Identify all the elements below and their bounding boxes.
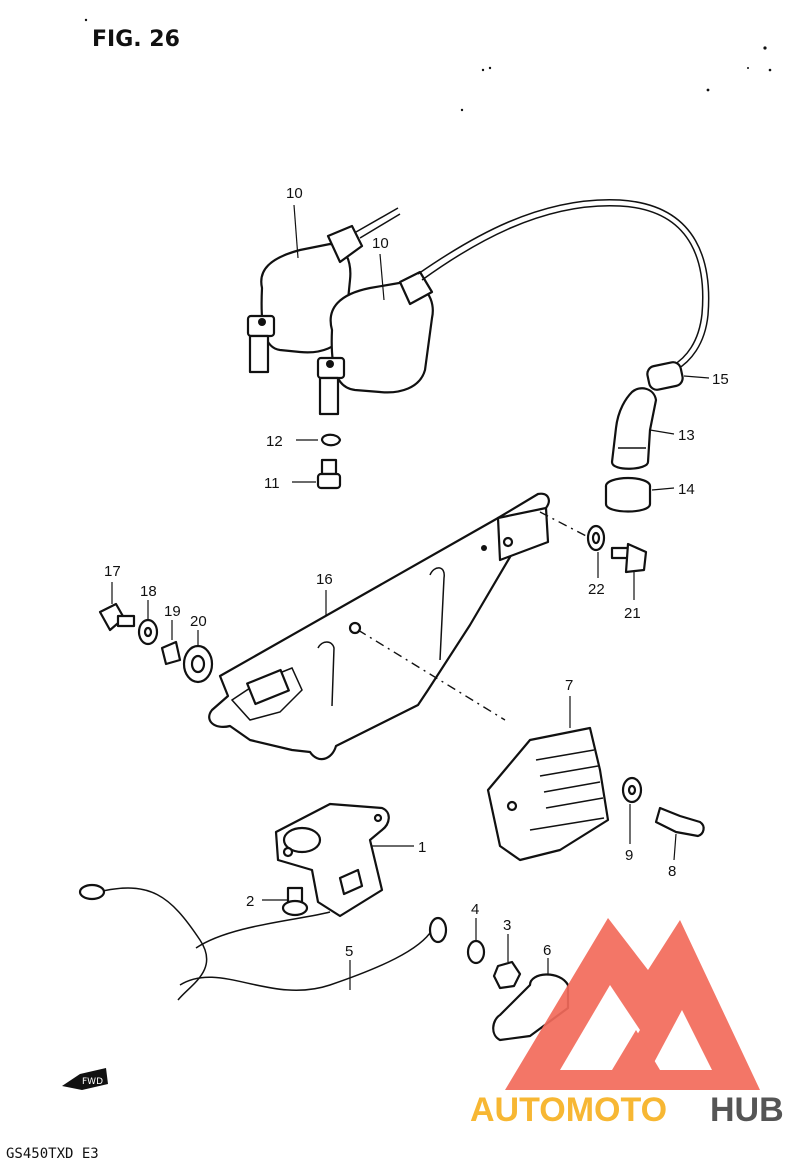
spark-plug-cap[interactable] <box>610 387 658 470</box>
figure-title: FIG. 26 <box>92 27 180 52</box>
part-number-10: 10 <box>372 235 389 252</box>
mounting-bracket[interactable] <box>208 492 550 761</box>
wire-clip[interactable] <box>320 433 342 447</box>
part-number-5: 5 <box>345 943 353 960</box>
part-number-4: 4 <box>471 901 479 918</box>
part-number-17: 17 <box>104 563 121 580</box>
bracket-mount-bolt[interactable] <box>98 602 136 632</box>
part-number-3: 3 <box>503 917 511 934</box>
part-number-2: 2 <box>246 893 254 910</box>
regulator-screw[interactable] <box>654 806 705 838</box>
part-number-1: 1 <box>418 839 426 856</box>
plug-cap-cover[interactable] <box>604 476 652 513</box>
mount-cushion[interactable] <box>182 644 214 684</box>
logo-triangle-center <box>612 1030 660 1070</box>
part-number-6: 6 <box>543 942 551 959</box>
part-labels: 10 10 15 13 14 12 11 16 17 18 19 20 22 2… <box>104 185 729 960</box>
svg-text:FWD: FWD <box>82 1077 103 1087</box>
relay-mount-screw[interactable] <box>281 886 309 917</box>
plug-cap-seal[interactable] <box>646 361 684 392</box>
model-code: GS450TXD E3 <box>6 1146 99 1162</box>
part-number-12: 12 <box>266 433 283 450</box>
part-number-11: 11 <box>264 475 280 492</box>
part-number-22: 22 <box>588 581 605 598</box>
forward-arrow: FWD <box>62 1068 108 1090</box>
regulator-washer[interactable] <box>621 776 643 804</box>
logo-triangle-inner <box>560 985 640 1070</box>
coil-mounting-screw[interactable] <box>316 458 342 490</box>
scan-specks <box>84 18 772 112</box>
regulator-rectifier[interactable] <box>486 726 610 862</box>
starter-relay[interactable] <box>274 802 390 918</box>
watermark-brand-hub: HUB <box>710 1091 784 1129</box>
mount-washer[interactable] <box>137 618 159 646</box>
logo-triangle-inner-right <box>650 1010 712 1070</box>
mount-collar[interactable] <box>160 640 182 666</box>
part-number-21: 21 <box>624 605 641 622</box>
part-number-10: 10 <box>286 185 303 202</box>
watermark-brand-auto: AUTOMOTO <box>470 1091 667 1129</box>
battery-lead[interactable] <box>78 883 448 1001</box>
part-number-9: 9 <box>625 847 633 864</box>
terminal-nut[interactable] <box>492 960 522 990</box>
watermark-logo <box>505 918 760 1090</box>
part-number-20: 20 <box>190 613 207 630</box>
dash-line-7 <box>357 629 506 721</box>
part-number-14: 14 <box>678 481 695 498</box>
part-number-7: 7 <box>565 677 573 694</box>
bracket-washer[interactable] <box>586 524 606 552</box>
part-number-19: 19 <box>164 603 181 620</box>
dash-line-22 <box>539 511 591 539</box>
part-number-18: 18 <box>140 583 157 600</box>
part-number-13: 13 <box>678 427 695 444</box>
part-number-15: 15 <box>712 371 729 388</box>
terminal-boot[interactable] <box>492 973 570 1042</box>
part-number-16: 16 <box>316 571 333 588</box>
ignition-coil-front[interactable] <box>316 199 710 416</box>
terminal-washer[interactable] <box>466 939 486 965</box>
ignition-coil-rear[interactable] <box>246 207 401 374</box>
part-number-8: 8 <box>668 863 676 880</box>
leader-lines <box>111 204 710 990</box>
bracket-bolt[interactable] <box>610 542 648 574</box>
